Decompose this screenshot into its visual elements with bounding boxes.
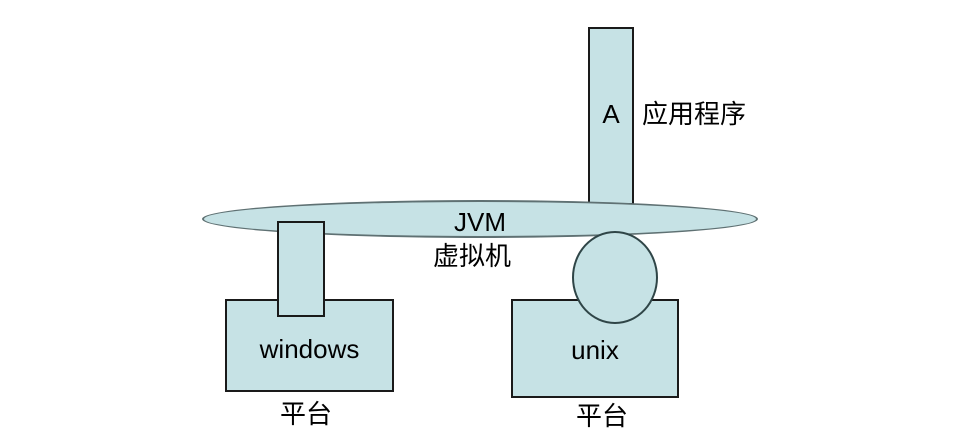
virtual-machine-label: 虚拟机	[432, 241, 512, 271]
unix-label: unix	[571, 335, 619, 365]
application-bar-letter: A	[602, 99, 620, 129]
jvm-title-label: JVM	[454, 207, 506, 237]
platform-label-unix: 平台	[575, 401, 629, 431]
windows-connector-rect	[277, 221, 325, 317]
windows-label: windows	[259, 334, 360, 364]
platform-label-windows: 平台	[279, 399, 333, 429]
application-label: 应用程序	[642, 99, 747, 129]
unix-connector-circle	[572, 231, 658, 324]
application-bar-shape	[588, 27, 634, 205]
